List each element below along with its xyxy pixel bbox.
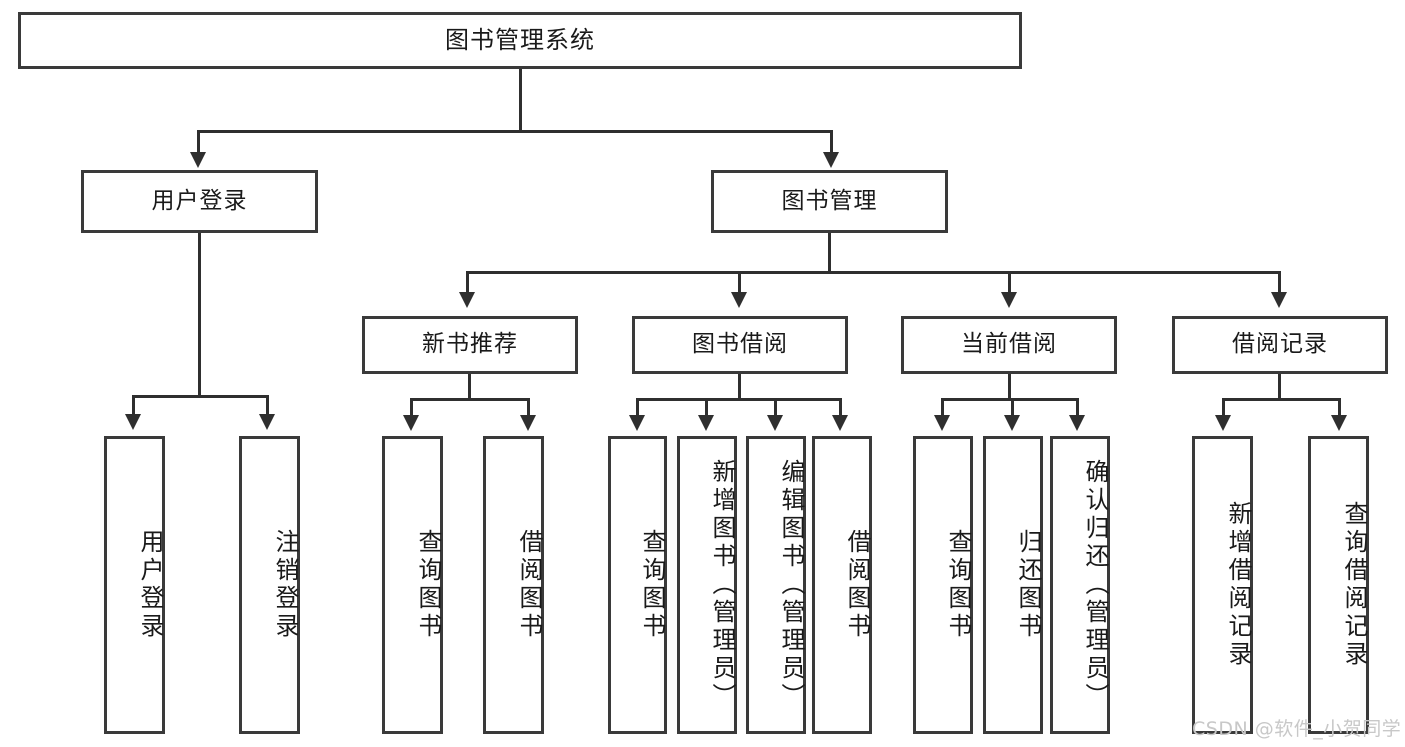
arrow-to-book-borrow [731,292,747,308]
node-leaf-user-login[interactable]: 用户登录 [104,436,165,734]
arrow-to-new-book-recommend [459,292,475,308]
node-label: 当前借阅 [961,331,1057,358]
node-label: 查询图书 [638,529,666,641]
edge-root-to-book-management [830,130,833,155]
node-leaf-add-record[interactable]: 新增借阅记录 [1192,436,1253,734]
arrow-to-leaf-add-record [1215,415,1231,431]
arrow-to-leaf-return-book [1004,415,1020,431]
edge-br-drop-1 [1222,398,1225,418]
edge-root-stem [519,69,522,132]
node-leaf-borrow-book-2[interactable]: 借阅图书 [812,436,872,734]
edge-user-login-stem [198,233,201,398]
edge-bb-stem [738,374,741,400]
edge-user-login-drop-1 [132,395,135,417]
node-book-borrow[interactable]: 图书借阅 [632,316,848,374]
arrow-root-to-book-management [823,152,839,168]
node-label: 用户登录 [151,187,248,214]
arrow-to-leaf-query-book-2 [629,415,645,431]
node-root-book-management-system[interactable]: 图书管理系统 [18,12,1022,69]
arrow-to-leaf-add-book [698,415,714,431]
node-current-borrow[interactable]: 当前借阅 [901,316,1117,374]
edge-root-bus [197,130,833,133]
edge-cb-bus [941,398,1079,401]
edge-bm-drop-2 [738,271,741,295]
arrow-to-borrow-record [1271,292,1287,308]
edge-bb-drop-1 [636,398,639,418]
edge-bb-drop-2 [705,398,708,418]
node-label: 确认归还（管理员） [1081,459,1109,711]
node-leaf-query-book-1[interactable]: 查询图书 [382,436,443,734]
edge-root-to-user-login [197,130,200,155]
node-book-management[interactable]: 图书管理 [711,170,948,233]
edge-bm-drop-3 [1008,271,1011,295]
edge-bm-drop-4 [1278,271,1281,295]
node-leaf-borrow-book-1[interactable]: 借阅图书 [483,436,544,734]
edge-book-management-bus [466,271,1281,274]
edge-bb-drop-3 [774,398,777,418]
edge-nbr-stem [468,374,471,400]
node-leaf-query-record[interactable]: 查询借阅记录 [1308,436,1369,734]
edge-br-bus [1222,398,1341,401]
arrow-to-current-borrow [1001,292,1017,308]
node-label: 图书管理系统 [445,26,595,55]
node-user-login[interactable]: 用户登录 [81,170,318,233]
node-leaf-query-book-3[interactable]: 查询图书 [913,436,973,734]
node-leaf-confirm-return[interactable]: 确认归还（管理员） [1050,436,1110,734]
arrow-to-leaf-logout [259,414,275,430]
node-label: 编辑图书（管理员） [777,459,805,711]
node-label: 用户登录 [136,529,164,641]
edge-nbr-drop-2 [527,398,530,418]
arrow-to-leaf-query-record [1331,415,1347,431]
arrow-to-leaf-borrow-book-2 [832,415,848,431]
node-label: 归还图书 [1014,529,1042,641]
edge-bb-drop-4 [839,398,842,418]
arrow-to-leaf-user-login [125,414,141,430]
node-leaf-query-book-2[interactable]: 查询图书 [608,436,667,734]
node-leaf-add-book[interactable]: 新增图书（管理员） [677,436,737,734]
node-label: 借阅图书 [515,529,543,641]
arrow-to-leaf-borrow-book-1 [520,415,536,431]
node-borrow-record[interactable]: 借阅记录 [1172,316,1388,374]
arrow-to-leaf-edit-book [767,415,783,431]
arrow-to-leaf-query-book-1 [403,415,419,431]
node-label: 图书借阅 [692,331,788,358]
node-label: 图书管理 [781,187,878,214]
node-new-book-recommend[interactable]: 新书推荐 [362,316,578,374]
arrow-to-leaf-confirm-return [1069,415,1085,431]
edge-bb-bus [636,398,842,401]
edge-cb-drop-1 [941,398,944,418]
edge-br-drop-2 [1338,398,1341,418]
edge-nbr-drop-1 [410,398,413,418]
edge-user-login-bus [132,395,269,398]
arrow-root-to-user-login [190,152,206,168]
edge-cb-drop-2 [1011,398,1014,418]
edge-bm-drop-1 [466,271,469,295]
node-label: 新增图书（管理员） [708,459,736,711]
node-leaf-return-book[interactable]: 归还图书 [983,436,1043,734]
node-label: 查询图书 [944,529,972,641]
node-label: 查询借阅记录 [1340,501,1368,669]
csdn-watermark: CSDN @软件_小贺同学 [1192,718,1402,740]
edge-cb-stem [1008,374,1011,400]
node-label: 借阅记录 [1232,331,1328,358]
node-label: 新增借阅记录 [1224,501,1252,669]
edge-cb-drop-3 [1076,398,1079,418]
edge-nbr-bus [410,398,530,401]
node-label: 注销登录 [271,529,299,641]
edge-user-login-drop-2 [266,395,269,417]
node-label: 新书推荐 [422,331,518,358]
arrow-to-leaf-query-book-3 [934,415,950,431]
node-label: 查询图书 [414,529,442,641]
edge-br-stem [1278,374,1281,400]
node-leaf-edit-book[interactable]: 编辑图书（管理员） [746,436,806,734]
node-label: 借阅图书 [843,529,871,641]
node-leaf-logout[interactable]: 注销登录 [239,436,300,734]
edge-book-management-stem [828,233,831,273]
